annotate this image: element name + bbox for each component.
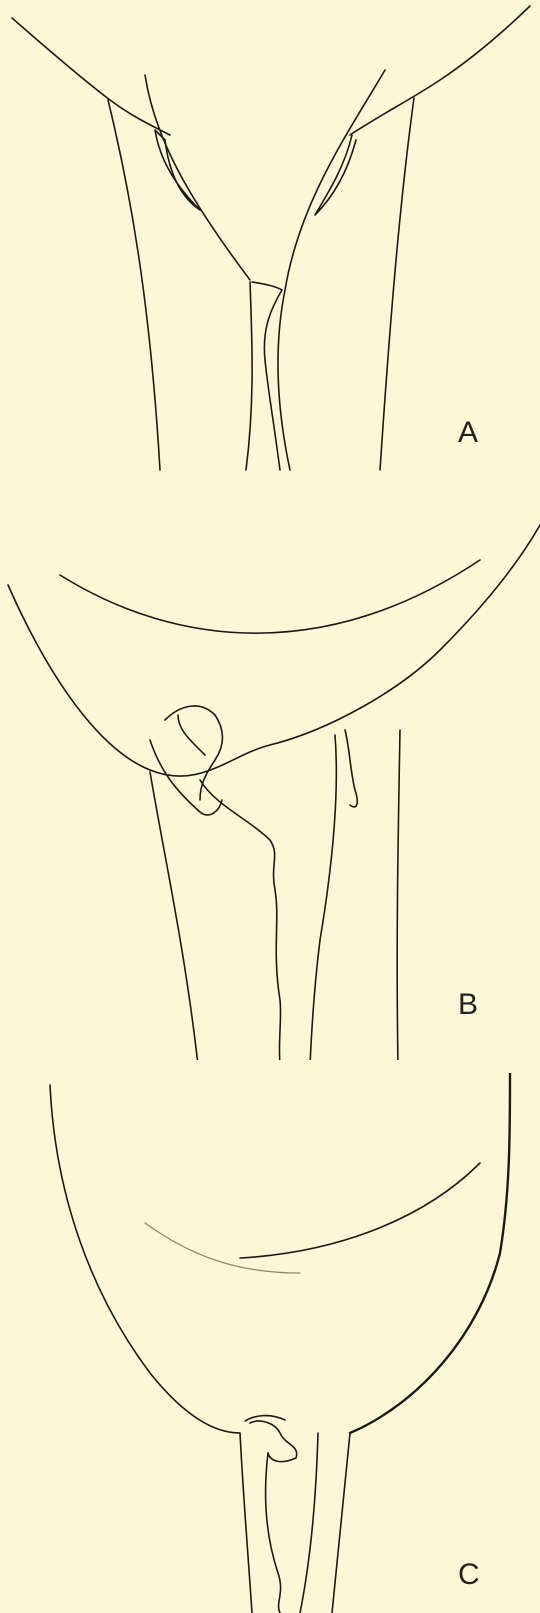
panel-a-inner-left (145, 75, 250, 280)
panel-b-center-left (200, 780, 281, 1060)
panel-c-drawing (0, 1073, 540, 1613)
panel-b-fold-2 (150, 740, 222, 815)
panel-b-tab (345, 730, 357, 807)
panel-b-inner-arc (60, 560, 480, 633)
panel-a-right-stem-outer (380, 98, 414, 470)
panel-c-outer-curve-right (350, 1073, 510, 1433)
panel-b-fold-3 (178, 715, 205, 755)
panel-b-drawing (0, 520, 540, 1060)
panel-a-center-left (246, 282, 252, 470)
panel-b-right-stem (397, 730, 400, 1060)
panel-a-flap-right (315, 135, 356, 215)
panel-b-left-stem (150, 772, 198, 1060)
panel-a-outer-curve (12, 18, 170, 135)
panel-label-a: A (458, 418, 478, 448)
panel-c-left-stem (240, 1433, 252, 1613)
panel-label-c: C (458, 1560, 480, 1590)
panel-a-outer-curve-right (350, 6, 530, 135)
panel-a-inner-right (278, 70, 385, 470)
panel-c-center-right (300, 1433, 318, 1613)
panel-b-outer-curve (8, 525, 540, 776)
panel-c-knot (250, 1421, 297, 1462)
panel-a-left-stem-outer (108, 100, 160, 470)
panel-c-inner-arc (145, 1223, 300, 1273)
panel-c-knot-top (245, 1416, 285, 1421)
panel-b-center-right (310, 735, 336, 1060)
panel-c-right-stem (332, 1433, 350, 1613)
panel-c-center-left (266, 1453, 281, 1613)
panel-label-b: B (458, 990, 478, 1020)
panel-c-inner-arc-2 (240, 1163, 480, 1258)
